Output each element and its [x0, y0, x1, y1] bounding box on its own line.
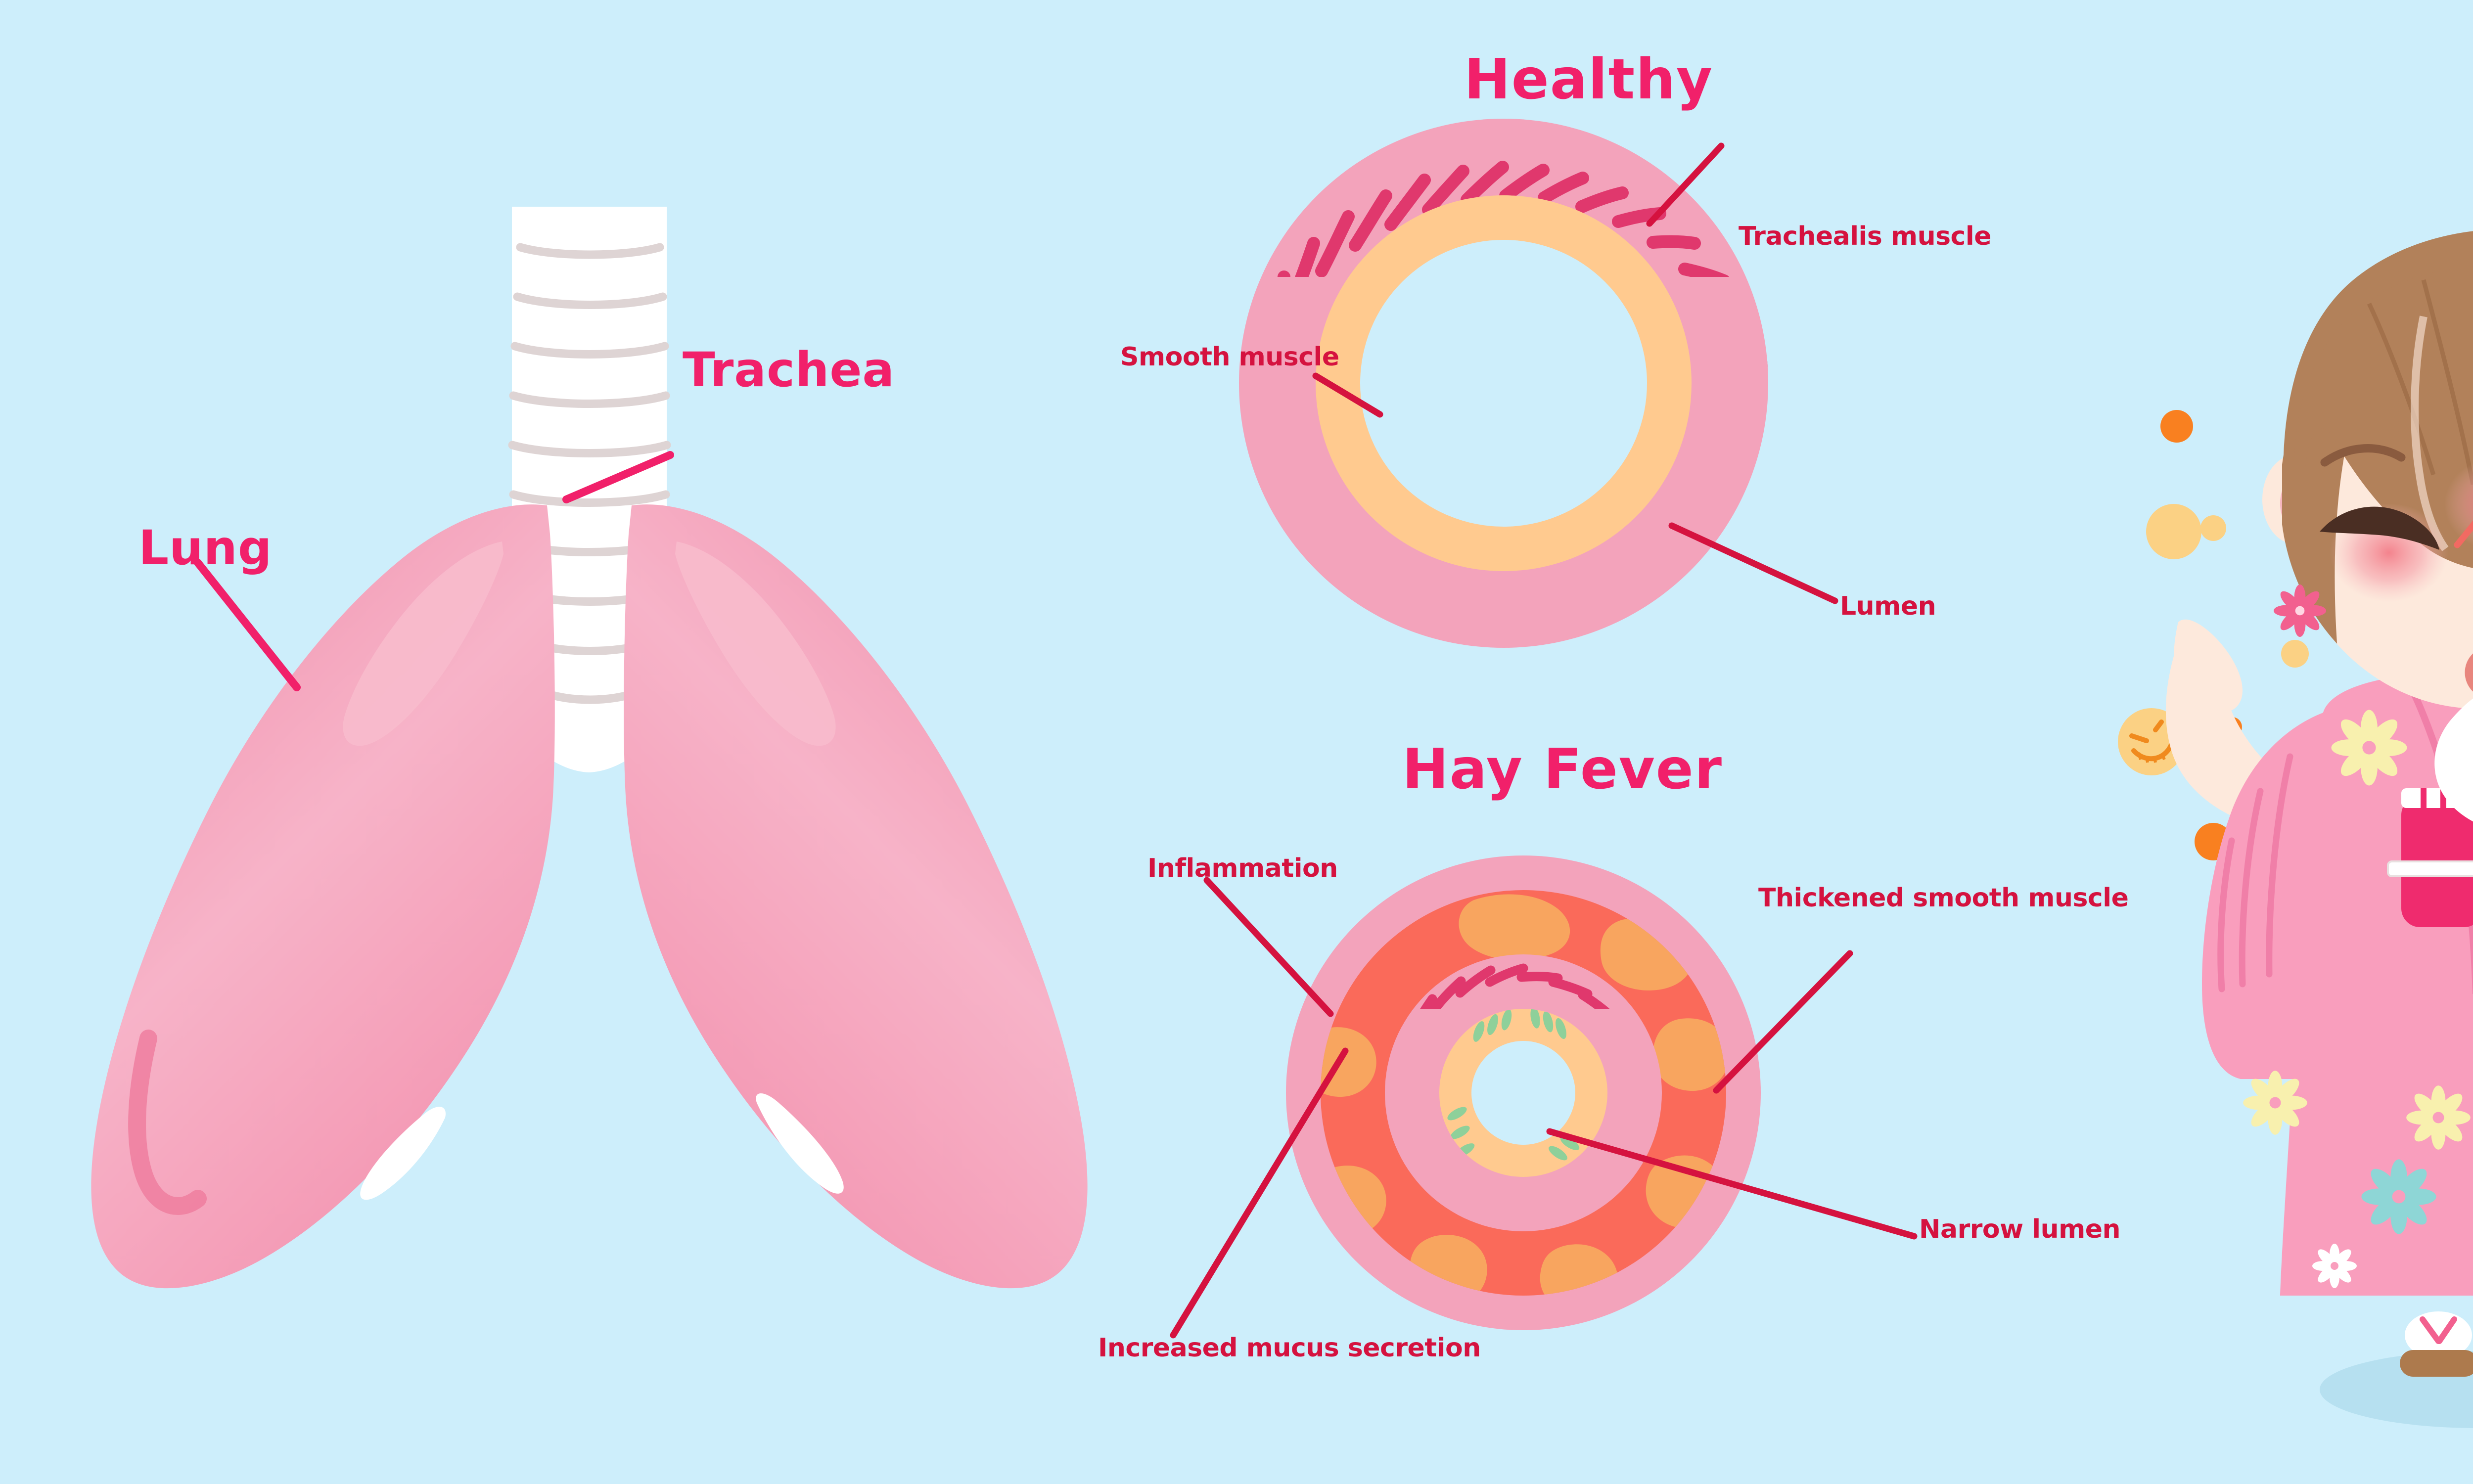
leader-trachealis [1646, 142, 1725, 227]
kimono-flower [2243, 1071, 2307, 1135]
earring-flower [2273, 584, 2327, 637]
inflammation-label: Inflammation [1147, 854, 1338, 883]
girl-kimono-sleeve-left [2202, 712, 2325, 1079]
leader-smooth-muscle [1312, 372, 1383, 418]
character-girl [2165, 231, 2473, 1428]
healthy-airway-ring [1239, 119, 1838, 648]
girl-hand [2174, 619, 2243, 713]
hf-narrow-lumen [1471, 1041, 1575, 1145]
kimono-flower [2331, 710, 2407, 786]
kimono-flower [2406, 1085, 2471, 1150]
lung-right [624, 504, 1088, 1289]
kimono-flower [2312, 1244, 2357, 1288]
increased-mucus-label: Increased mucus secretion [1098, 1333, 1481, 1363]
girl-irritation-lines [2454, 520, 2473, 548]
lung-right-shine [756, 1093, 844, 1194]
girl-tissue [2434, 698, 2473, 822]
leader-trachea [562, 451, 674, 503]
leader-lumen [1668, 522, 1838, 604]
tabi-sock-left [2405, 1311, 2472, 1359]
lungs-diagram [91, 207, 1088, 1289]
girl-eyebrow [2320, 444, 2406, 467]
lumen-label: Lumen [1840, 591, 1936, 621]
hayfever-airway-ring [1170, 855, 1918, 1339]
kimono-flower [2361, 1159, 2436, 1234]
lung-right-highlight [675, 541, 836, 746]
trachea-label: Trachea [683, 342, 895, 398]
geta-left [2400, 1350, 2473, 1377]
girl-hair-fringe [2294, 266, 2473, 568]
trachealis-muscle-label: Trachealis muscle [1739, 222, 1991, 251]
lung-left-shine [360, 1107, 446, 1200]
lung-label: Lung [138, 520, 273, 576]
healthy-title: Healthy [1464, 47, 1713, 112]
smooth-muscle-label: Smooth muscle [1120, 342, 1339, 372]
lung-left [91, 504, 555, 1289]
leader-lung [194, 559, 301, 691]
leader-narrow-lumen [1546, 1128, 1918, 1240]
girl-eye-closed [2320, 506, 2439, 550]
leader-mucus [1170, 1047, 1349, 1339]
healthy-lumen [1360, 240, 1647, 527]
girl-mouth [2465, 653, 2473, 692]
girl-nose-blush [2444, 462, 2473, 546]
girl-feet [2400, 1311, 2473, 1377]
kimono-flower-pattern [2243, 710, 2471, 1288]
girl-kimono-folds [2217, 753, 2293, 992]
hf-mucus-specks [1447, 1009, 1580, 1161]
hayfever-title: Hay Fever [1402, 737, 1723, 802]
lung-left-highlight [343, 541, 504, 746]
girl-hair-strands [2367, 279, 2473, 485]
leader-thickened [1713, 950, 1853, 1094]
narrow-lumen-label: Narrow lumen [1919, 1214, 2121, 1244]
pollen-yellow-small [2200, 515, 2309, 668]
thickened-smooth-muscle-label: Thickened smooth muscle [1758, 883, 2129, 913]
lung-left-inner-curve [128, 1030, 207, 1215]
girl-head [2262, 231, 2473, 709]
leader-inflammation [1203, 877, 1334, 1017]
